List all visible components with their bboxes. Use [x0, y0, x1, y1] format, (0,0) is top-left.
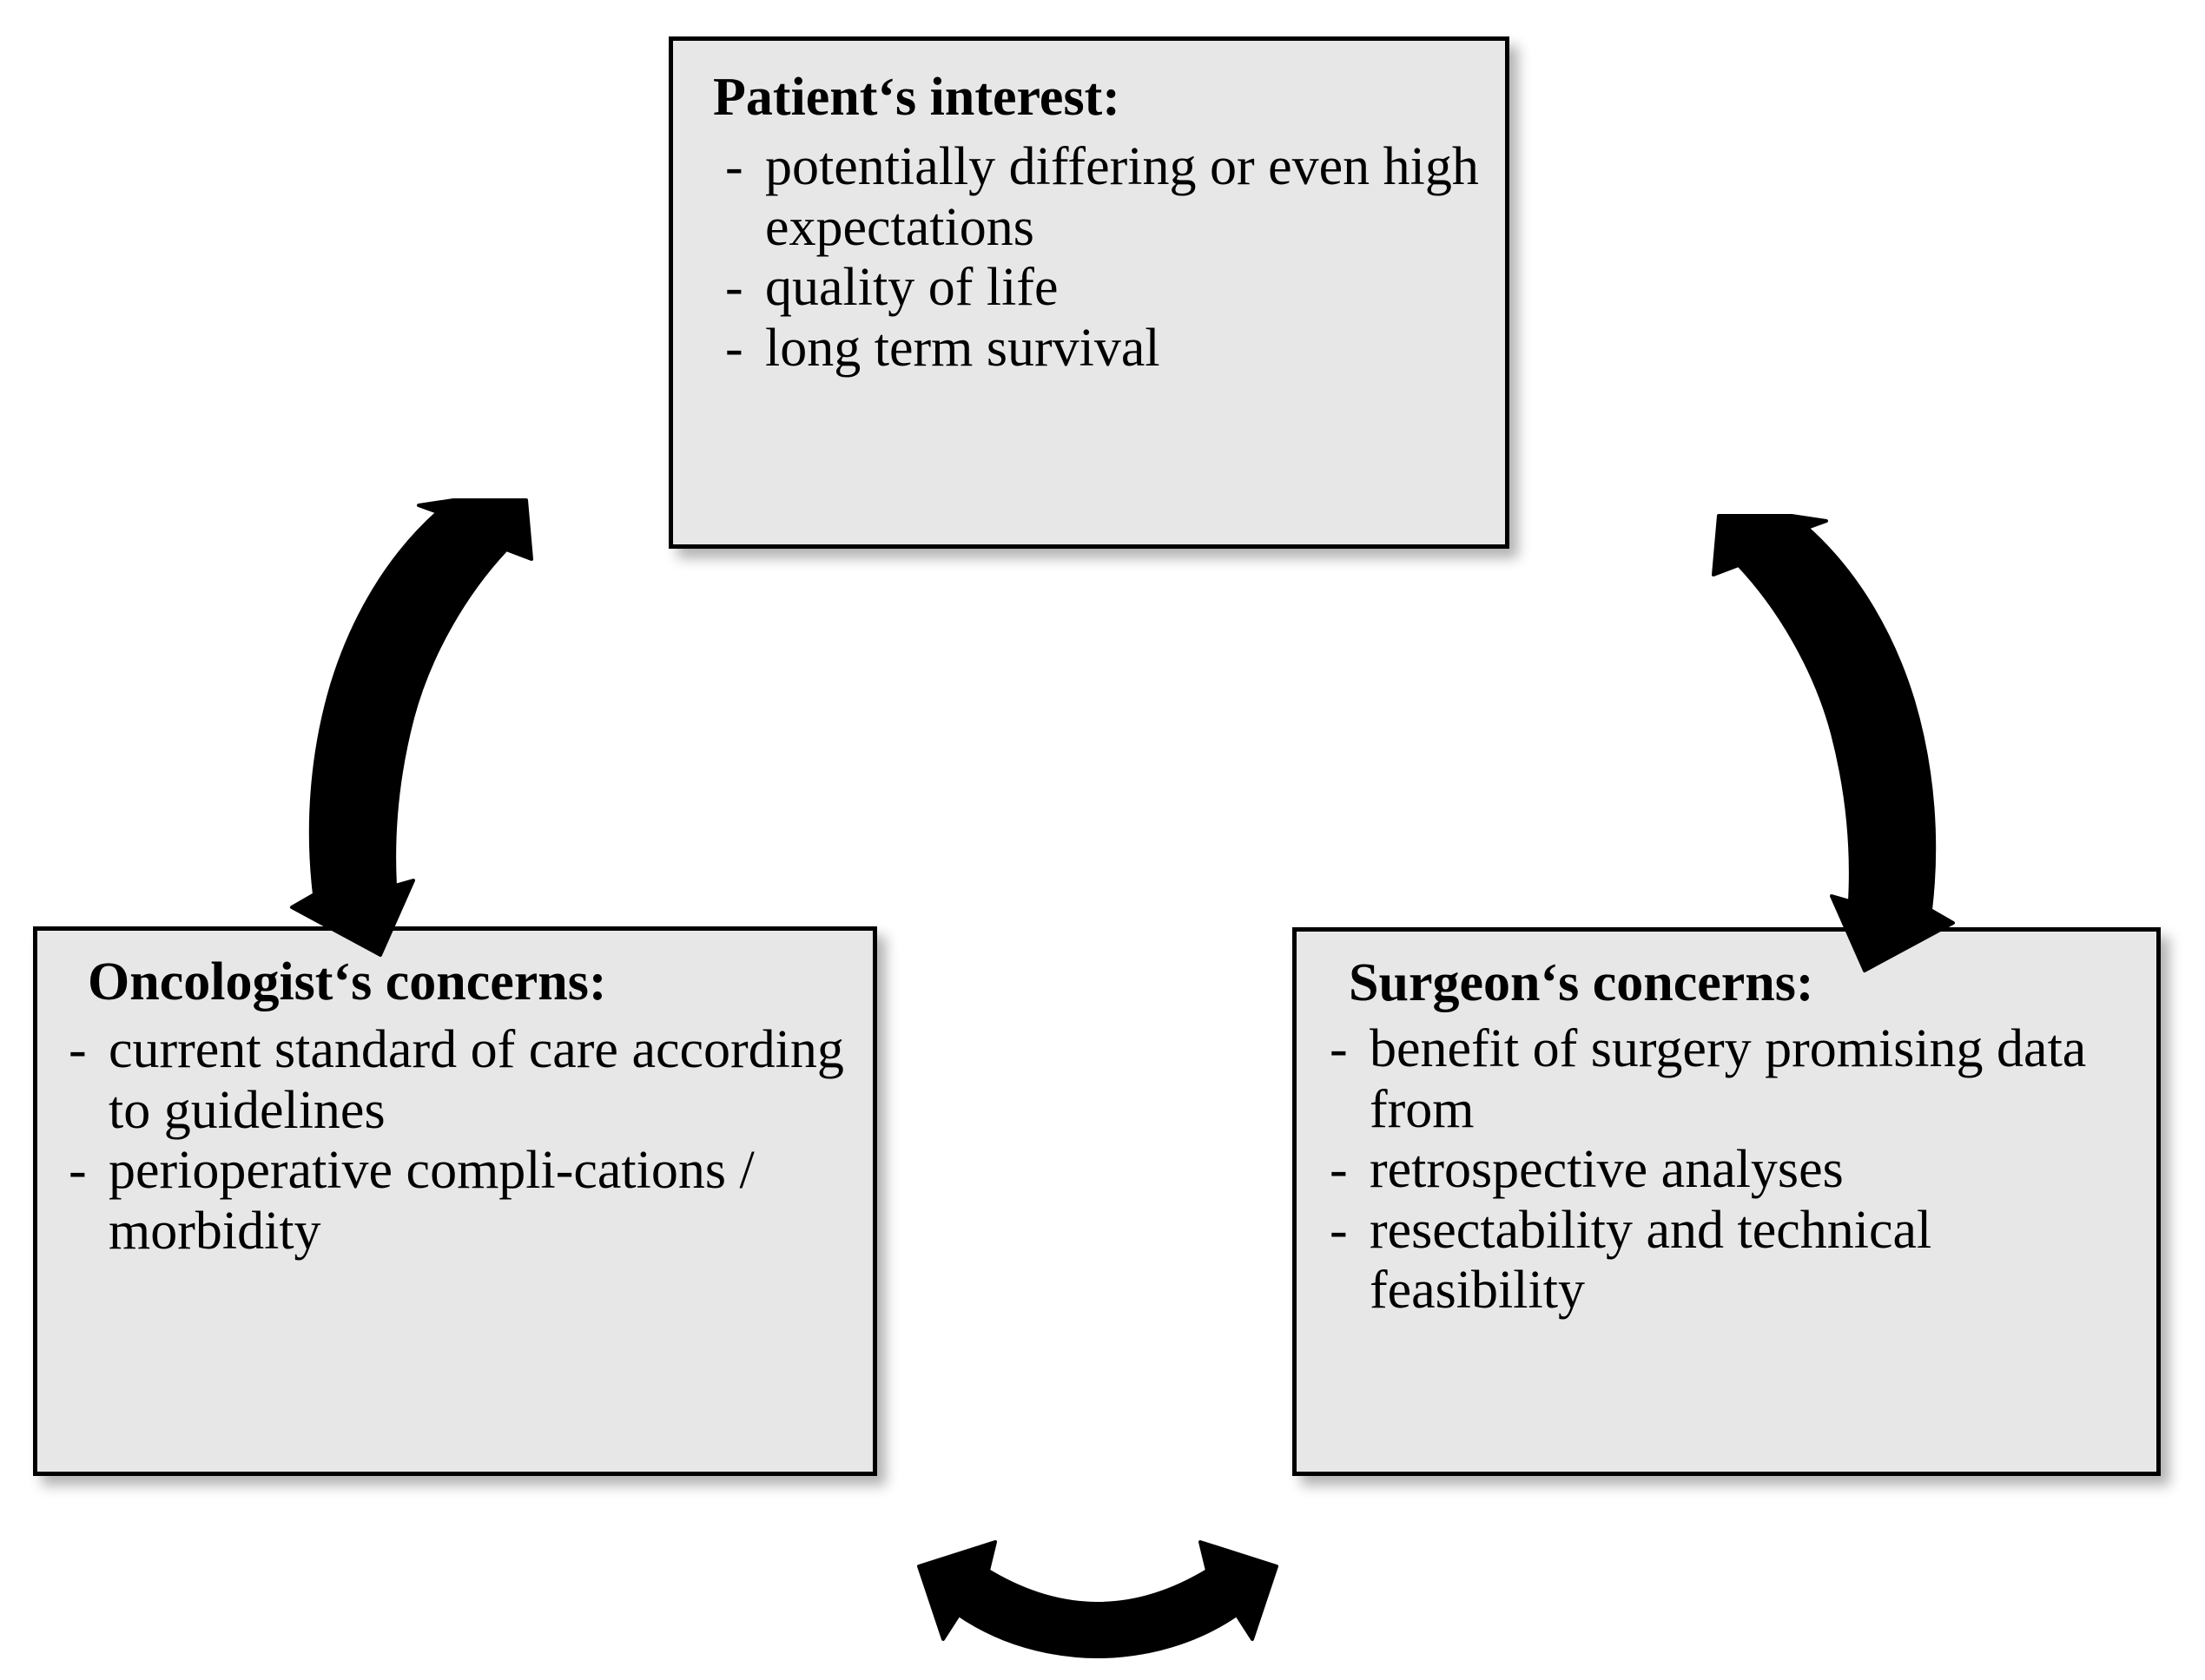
- bullet-text: potentially differing or even high expec…: [765, 137, 1479, 257]
- bullet-dash: -: [725, 137, 743, 197]
- list-item: - retrospective analyses: [1330, 1140, 2136, 1200]
- bullet-text: long term survival: [765, 318, 1160, 378]
- list-item: - quality of life: [713, 258, 1479, 318]
- curved-double-arrow-icon: [1712, 514, 1955, 972]
- curved-double-arrow-icon: [917, 1540, 1278, 1658]
- bullet-text: quality of life: [765, 258, 1059, 318]
- list-item: - potentially differing or even high exp…: [713, 137, 1479, 258]
- list-item: - long term survival: [713, 319, 1479, 379]
- curved-double-arrow-icon: [290, 498, 533, 957]
- double-arrow-oncologist-surgeon: [917, 1540, 1278, 1658]
- list-item: - resectability and technical feasibilit…: [1330, 1201, 2136, 1321]
- bullet-dash: -: [1330, 1200, 1348, 1260]
- patient-interest-box: Patient‘s interest: - potentially differ…: [669, 36, 1509, 549]
- bullet-text: current standard of care according to gu…: [109, 1020, 844, 1140]
- bullet-dash: -: [1330, 1019, 1348, 1079]
- bullet-dash: -: [725, 258, 743, 318]
- patient-interest-bullet-list: - potentially differing or even high exp…: [713, 137, 1479, 379]
- bullet-text: resectability and technical feasibility: [1370, 1200, 1932, 1320]
- patient-interest-title: Patient‘s interest:: [713, 68, 1120, 127]
- bullet-dash: -: [69, 1020, 87, 1080]
- surgeon-concerns-bullet-list: - benefit of surgery promising data from…: [1330, 1019, 2136, 1321]
- surgeon-concerns-box: Surgeon‘s concerns: - benefit of surgery…: [1292, 927, 2161, 1476]
- list-item: - benefit of surgery promising data from: [1330, 1019, 2136, 1140]
- bullet-text: retrospective analyses: [1370, 1140, 1844, 1200]
- oncologist-concerns-title: Oncologist‘s concerns:: [88, 952, 607, 1011]
- list-item: - current standard of care according to …: [69, 1020, 852, 1141]
- bullet-text: perioperative compli-cations / morbidity: [109, 1141, 755, 1261]
- list-item: - perioperative compli-cations / morbidi…: [69, 1141, 852, 1262]
- bullet-dash: -: [1330, 1140, 1348, 1200]
- bullet-dash: -: [725, 318, 743, 378]
- double-arrow-patient-surgeon: [1712, 514, 1955, 972]
- bullet-text: benefit of surgery promising data from: [1370, 1019, 2087, 1139]
- surgeon-concerns-title: Surgeon‘s concerns:: [1349, 953, 1814, 1012]
- oncologist-concerns-bullet-list: - current standard of care according to …: [69, 1020, 852, 1262]
- oncologist-concerns-box: Oncologist‘s concerns: - current standar…: [33, 926, 877, 1476]
- double-arrow-patient-oncologist: [290, 498, 533, 957]
- bullet-dash: -: [69, 1141, 87, 1201]
